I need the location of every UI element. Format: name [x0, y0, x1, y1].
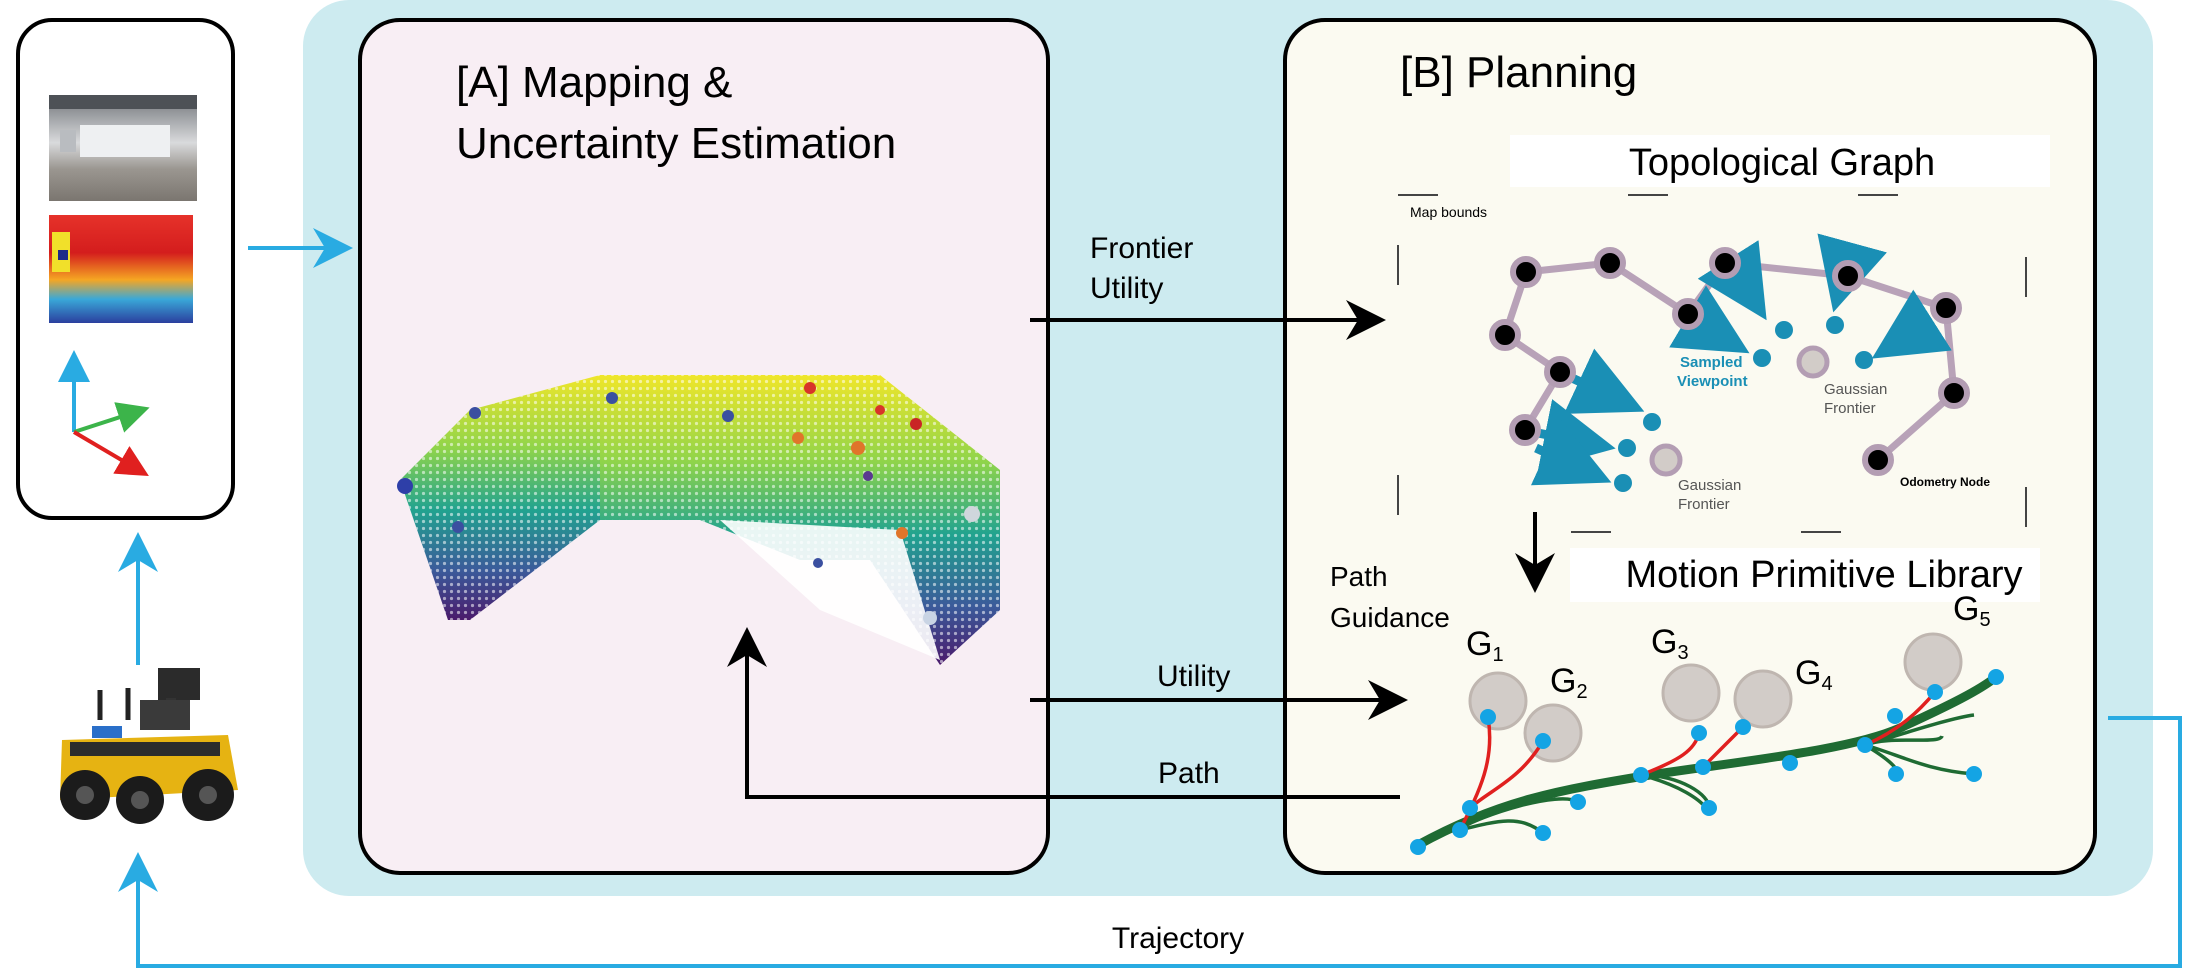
- topo-graph-title: Topological Graph: [1629, 142, 1935, 184]
- robot-image: [60, 668, 238, 824]
- gaussian-frontier-nodes: [1649, 345, 1830, 477]
- mapping-panel-title-line1: [A] Mapping &: [456, 58, 732, 107]
- point-cloud-map: [397, 375, 1000, 665]
- camera-rgb-image: [49, 95, 197, 201]
- goal-label-g2: G2: [1550, 662, 1588, 703]
- gaussian-frontier2-label-line1: Gaussian: [1678, 477, 1741, 494]
- goal-label-g1: G1: [1466, 625, 1504, 666]
- path-guidance-label-line2: Guidance: [1330, 602, 1450, 633]
- utility-label: Utility: [1157, 660, 1230, 693]
- odometry-node-label: Odometry Node: [1900, 475, 1990, 489]
- gaussian-frontier-label-line2: Frontier: [1824, 400, 1876, 417]
- odometry-nodes: [1489, 247, 1970, 476]
- sampled-viewpoint-label-line1: Sampled: [1680, 354, 1743, 371]
- frontier-utility-label-line2: Utility: [1090, 272, 1163, 305]
- gaussian-frontier-label-line1: Gaussian: [1824, 381, 1887, 398]
- trajectory-label: Trajectory: [1112, 922, 1244, 955]
- gaussian-frontier2-label-line2: Frontier: [1678, 496, 1730, 513]
- map-bounds-label: Map bounds: [1410, 204, 1487, 220]
- topo-graph-title-bg: [1510, 135, 2050, 187]
- goal-labels: G1 G2 G3 G4 G5: [1466, 590, 1991, 703]
- path-guidance-label-line1: Path: [1330, 561, 1388, 592]
- sampled-viewpoints: [1614, 316, 1873, 492]
- goal-label-g5: G5: [1953, 590, 1991, 631]
- path-arrow: [727, 627, 1400, 799]
- depth-image: [49, 215, 193, 323]
- mapping-panel-title-line2: Uncertainty Estimation: [456, 119, 896, 168]
- viewpoint-arrows: [1530, 233, 1952, 486]
- planning-panel: [1283, 18, 2097, 875]
- sampled-viewpoint-label-line2: Viewpoint: [1677, 373, 1748, 390]
- goal-label-g3: G3: [1651, 623, 1689, 664]
- frontier-utility-label-line1: Frontier: [1090, 232, 1193, 265]
- goal-label-g4: G4: [1795, 654, 1833, 695]
- waypoints: [1410, 669, 2004, 855]
- trajectory-loop-arrow: [118, 716, 2182, 968]
- green-primitives: [1457, 713, 1975, 835]
- path-label: Path: [1158, 757, 1220, 790]
- mpl-title-bg: [1570, 548, 2040, 602]
- main-path: [1415, 673, 1999, 849]
- goal-regions: [1468, 632, 1963, 763]
- planning-panel-title: [B] Planning: [1400, 48, 1637, 97]
- coordinate-frame-icon: [58, 350, 150, 477]
- mpl-title: Motion Primitive Library: [1626, 554, 2023, 596]
